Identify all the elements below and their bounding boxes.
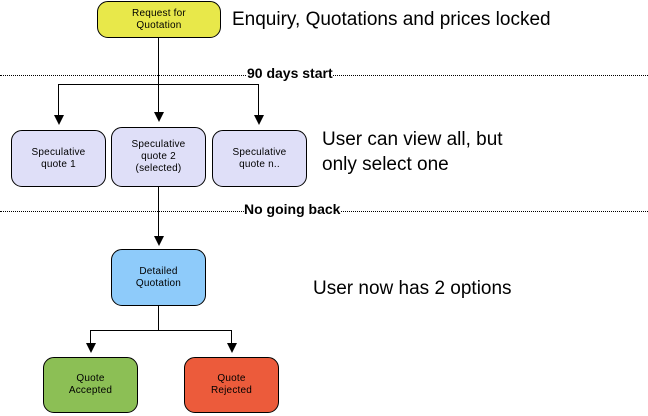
node-speculative-quote-1[interactable]: Speculative quote 1 <box>11 130 106 187</box>
divider-label-90-days: 90 days start <box>247 65 333 81</box>
connector-to-quote-1 <box>58 84 59 117</box>
arrowhead-to-quote-rejected <box>227 343 237 353</box>
node-speculative-quote-n[interactable]: Speculative quote n.. <box>212 130 307 187</box>
connector-rfq-stem <box>158 38 159 84</box>
arrowhead-to-quote-1 <box>54 115 64 125</box>
connector-to-quote-2 <box>158 84 159 114</box>
node-quote-accepted[interactable]: Quote Accepted <box>43 357 138 413</box>
node-speculative-quote-2[interactable]: Speculative quote 2 (selected) <box>111 127 206 187</box>
divider-label-no-going-back: No going back <box>244 201 341 217</box>
connector-to-accepted <box>90 330 91 344</box>
node-detailed-quotation[interactable]: Detailed Quotation <box>111 249 206 306</box>
arrowhead-to-detailed-quotation <box>154 236 164 246</box>
annotation-user-can-view-all: User can view all, but only select one <box>322 129 503 175</box>
connector-outcome-bus <box>90 330 232 331</box>
arrowhead-to-quote-n <box>254 115 264 125</box>
arrowhead-to-quote-accepted <box>86 343 96 353</box>
connector-to-rejected <box>231 330 232 344</box>
node-quote-rejected[interactable]: Quote Rejected <box>184 357 279 413</box>
annotation-user-now-has-2-options: User now has 2 options <box>313 278 512 299</box>
connector-to-quote-n <box>258 84 259 117</box>
arrowhead-to-quote-2 <box>154 112 164 122</box>
node-request-for-quotation[interactable]: Request for Quotation <box>97 1 221 38</box>
connector-detailed-stem <box>158 306 159 331</box>
annotation-enquiry-prices-locked: Enquiry, Quotations and prices locked <box>232 9 551 30</box>
